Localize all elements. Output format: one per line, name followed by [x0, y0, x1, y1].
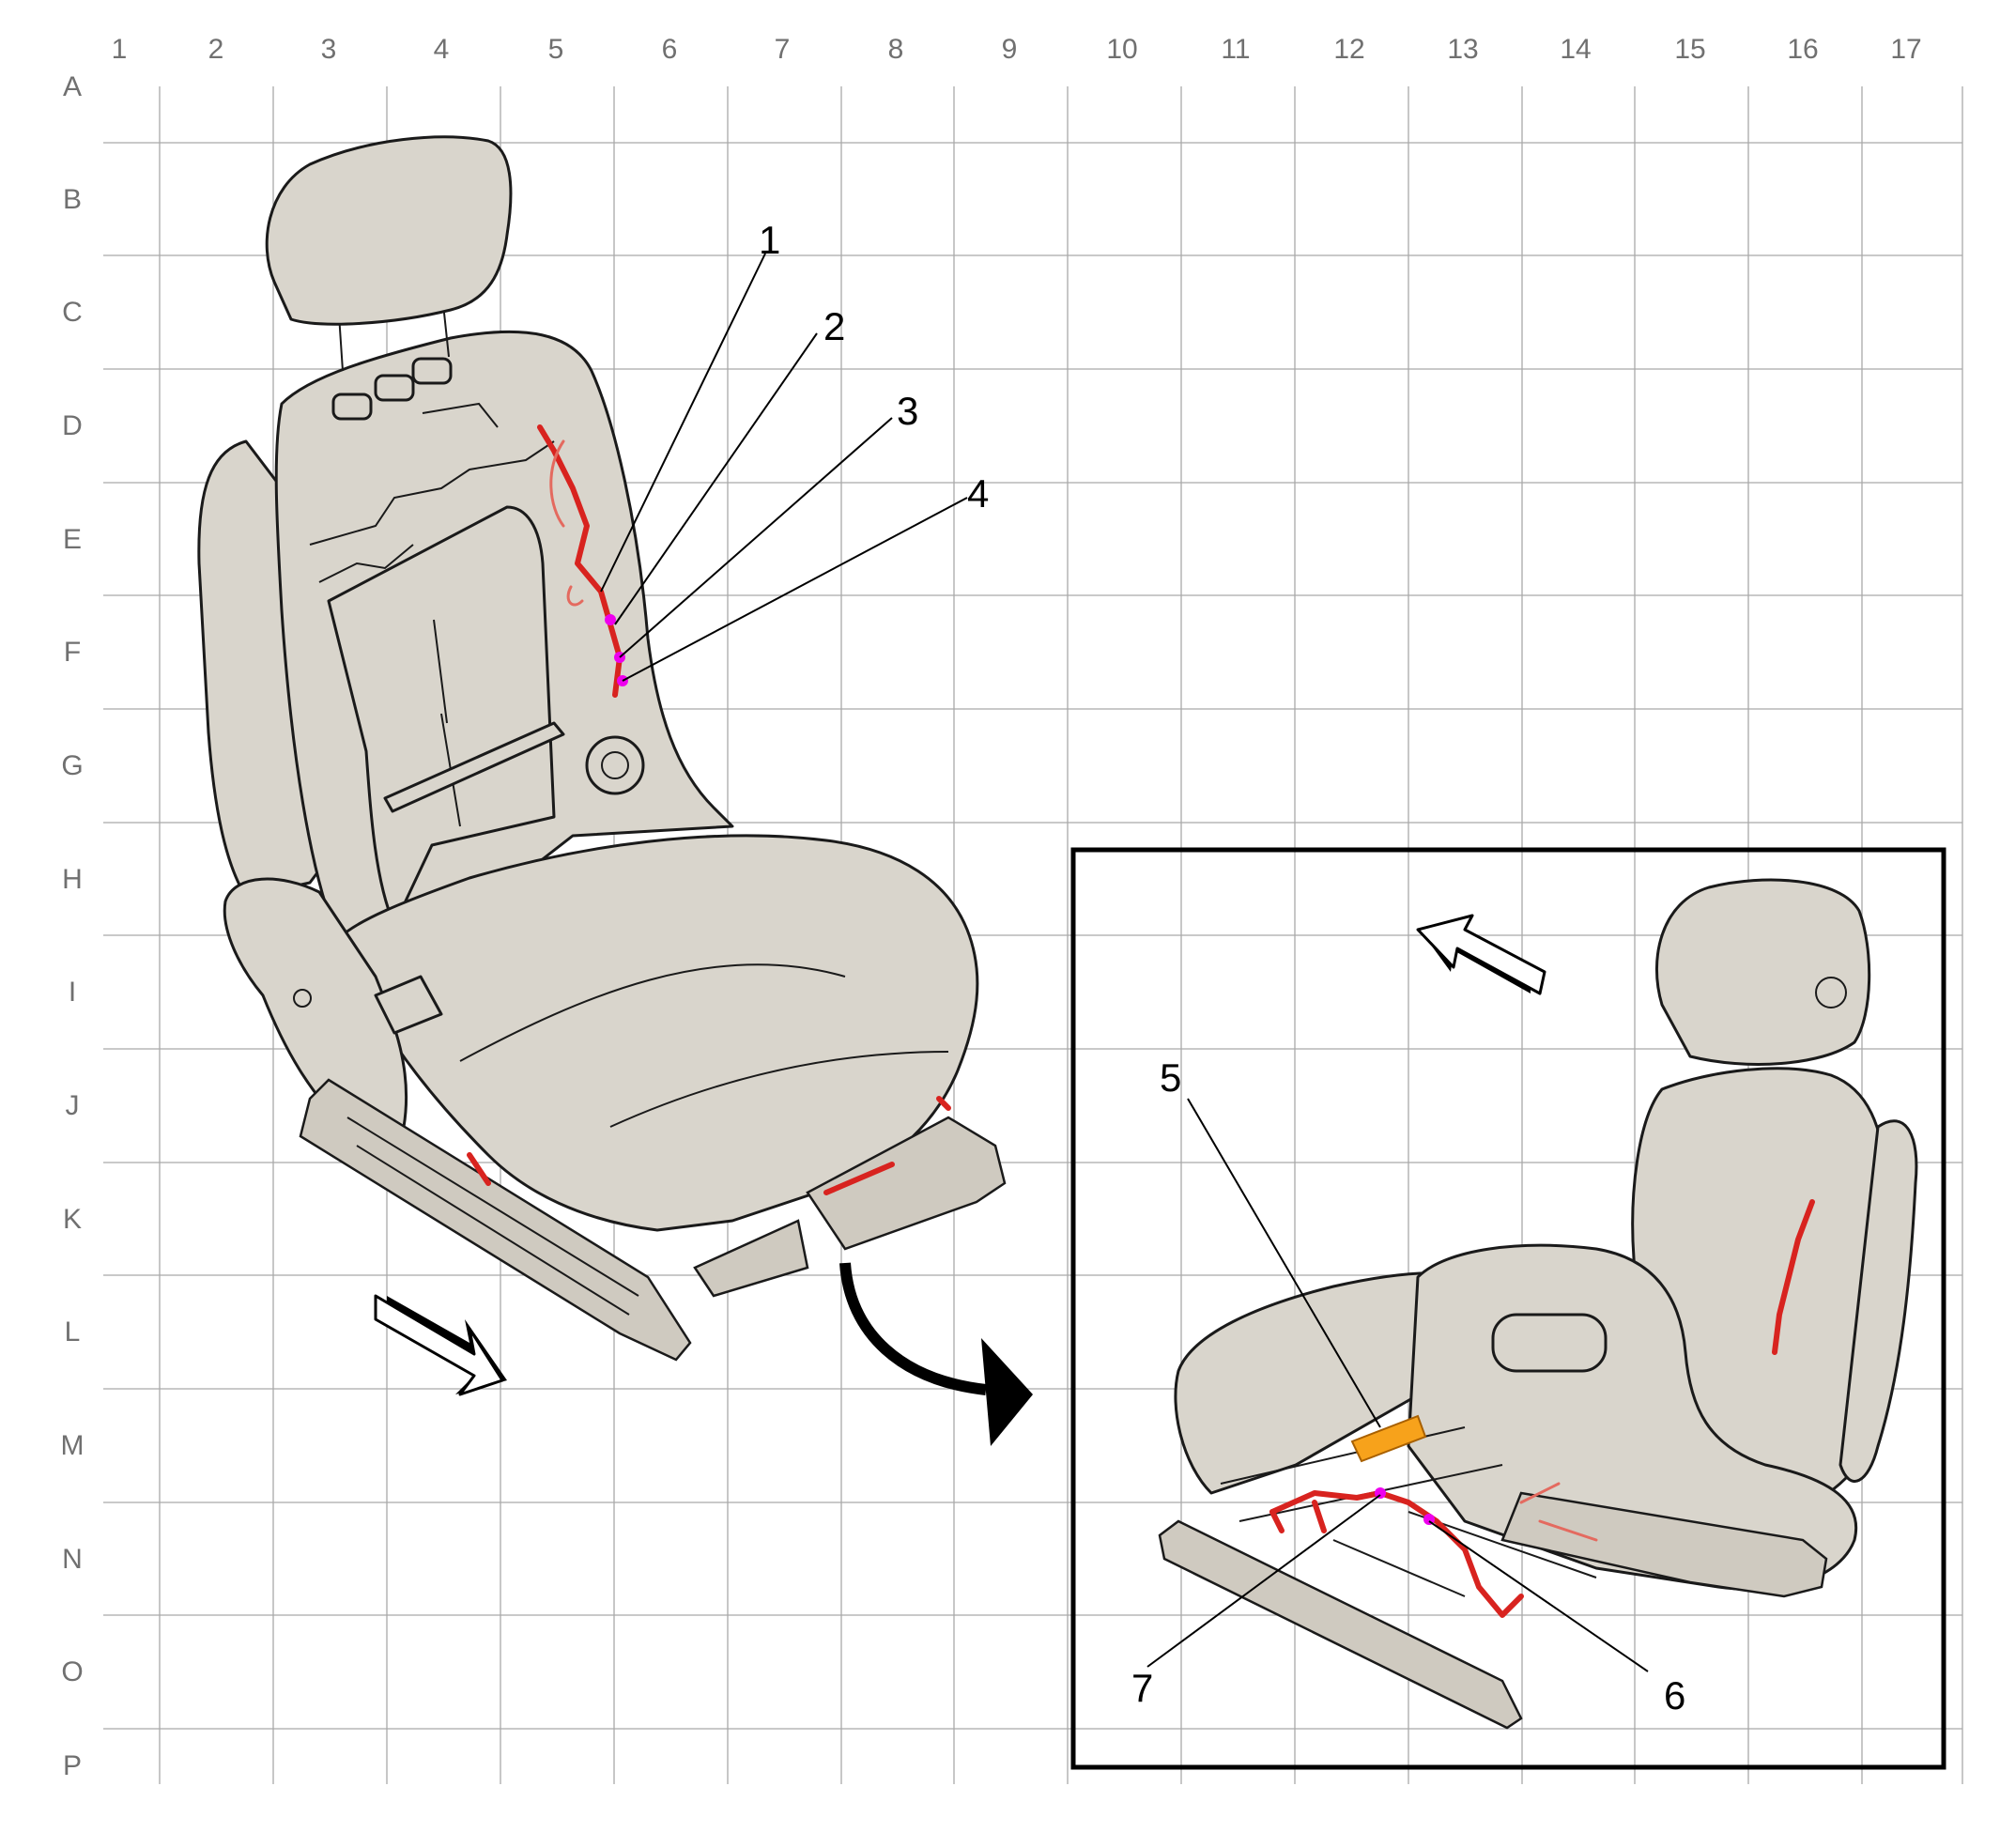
frame-wire [422, 402, 499, 428]
grid-row-labels: A B C D E F G H I J K L M N O P [61, 71, 85, 1781]
callout-2: 2 [823, 304, 845, 348]
leader-line-5 [1187, 1098, 1381, 1428]
headrest [265, 135, 513, 326]
grid-column-label: 17 [1890, 34, 1921, 65]
connector-icon [605, 614, 616, 625]
grid-column-label: 7 [775, 34, 791, 65]
grid-column-label: 4 [434, 34, 450, 65]
grid-column-label: 8 [888, 34, 904, 65]
grid-row-label: F [64, 637, 81, 668]
frame-wire [318, 544, 414, 583]
inset-view-frame [1070, 847, 1946, 1770]
callout-7: 7 [1131, 1666, 1153, 1710]
headrest-guide [331, 393, 373, 421]
callout-5: 5 [1160, 1055, 1181, 1100]
seat-belt-buckle [374, 975, 443, 1035]
leader-line-4 [622, 497, 968, 682]
direction-arrow-inset-icon [1416, 914, 1546, 995]
seat-track-right [806, 1116, 1007, 1251]
seat-control-module [1350, 1414, 1427, 1463]
grid-row-label: K [63, 1204, 82, 1235]
grid-column-label: 2 [208, 34, 224, 65]
leader-line-2 [614, 332, 818, 625]
grid-column-label: 9 [1002, 34, 1018, 65]
cushion-seam [459, 963, 846, 1062]
grid-row-label: P [63, 1750, 82, 1781]
grid-column-label: 15 [1674, 34, 1705, 65]
inset-switch-panel [1491, 1313, 1608, 1373]
grid-column-label: 11 [1221, 34, 1250, 65]
grid-column-label: 6 [662, 34, 678, 65]
callout-3: 3 [897, 389, 918, 433]
inset-headrest [1654, 878, 1871, 1066]
rotate-view-arrow-icon [839, 1262, 1033, 1446]
leader-line-6 [1428, 1520, 1649, 1672]
inset-track-right [1500, 1491, 1828, 1598]
direction-arrow-front-icon [374, 1294, 507, 1396]
grid-column-label: 13 [1447, 34, 1478, 65]
grid-column-label: 14 [1560, 34, 1591, 65]
callout-6: 6 [1664, 1673, 1685, 1717]
headrest-guide [411, 357, 453, 385]
bolt-icon [293, 989, 312, 1008]
grid-column-label: 12 [1333, 34, 1364, 65]
inset-track-left [1158, 1519, 1523, 1730]
seat-main-view [197, 135, 1007, 1362]
grid-row-label: J [66, 1090, 80, 1121]
grid-row-label: D [62, 410, 83, 441]
grid-row-label: I [69, 977, 76, 1008]
seat-riser [693, 1219, 809, 1298]
cushion-seam [609, 1051, 949, 1128]
grid-row-label: C [62, 297, 83, 328]
grid-row-label: A [63, 71, 82, 102]
grid-row-label: G [61, 750, 83, 781]
recliner-mechanism [585, 735, 645, 795]
grid-row-label: M [61, 1430, 85, 1461]
headrest-button-icon [1815, 977, 1847, 1009]
harness-backrest [537, 424, 623, 698]
leader-line-1 [600, 253, 766, 593]
inset-harness-backrest [1772, 1199, 1815, 1355]
seat-cushion [336, 834, 979, 1232]
inset-harness [1269, 1500, 1327, 1533]
grid-row-label: L [65, 1317, 81, 1348]
grid-column-label: 16 [1787, 34, 1818, 65]
inset-seatback-bolster [1838, 1119, 1918, 1483]
grid-column-label: 5 [548, 34, 564, 65]
leader-lines [600, 253, 1649, 1672]
seatback-strap [383, 721, 565, 813]
leader-line-3 [619, 417, 893, 658]
grid-row-label: B [63, 184, 82, 215]
callout-1: 1 [759, 218, 780, 262]
grid-column-label: 3 [321, 34, 337, 65]
grid-row-label: N [62, 1544, 83, 1575]
harness-track [467, 1096, 951, 1186]
grid-row-label: H [62, 864, 83, 895]
grid-row-label: E [63, 524, 82, 555]
headrest-guide [374, 374, 415, 402]
recliner-mechanism [601, 751, 629, 779]
grid-column-label: 10 [1106, 34, 1137, 65]
frame-wire [309, 440, 555, 546]
inset-harness [1269, 1490, 1524, 1618]
grid-column-label: 1 [112, 34, 128, 65]
grid-row-label: O [61, 1656, 83, 1687]
seat-inset-view [1158, 878, 1918, 1730]
inset-harness-branch [1519, 1482, 1598, 1542]
harness-track [823, 1162, 895, 1195]
rail-detail [346, 1116, 639, 1316]
seat-track-left [299, 1078, 692, 1362]
callout-4: 4 [967, 471, 989, 516]
harness-backrest-branch [549, 439, 584, 607]
leader-line-7 [1146, 1494, 1381, 1668]
